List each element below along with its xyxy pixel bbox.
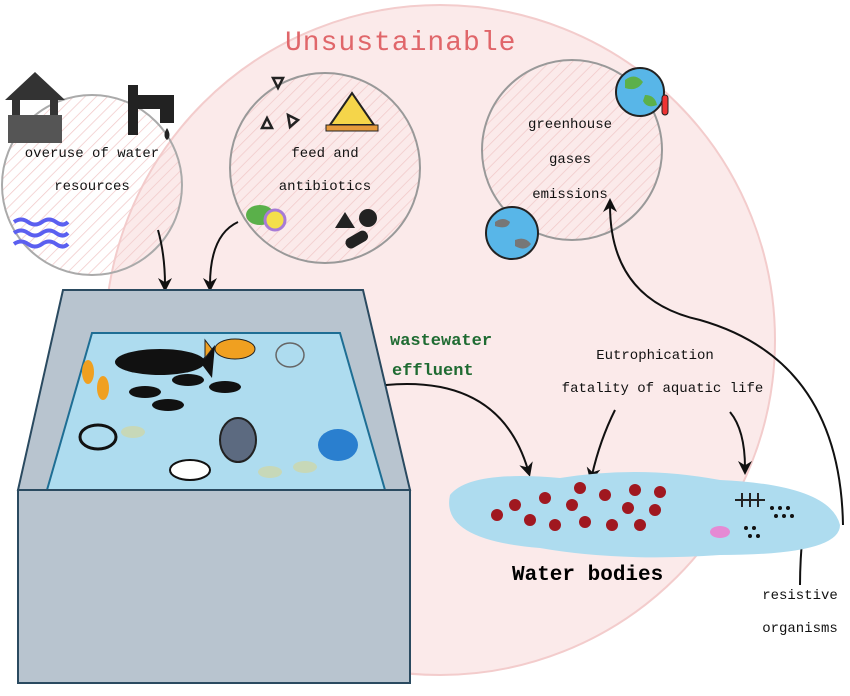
- label-line: greenhouse: [527, 117, 612, 133]
- arrow-to-emissions: [603, 198, 844, 526]
- feed-pile-icon: [325, 91, 379, 132]
- well-icon: [5, 72, 65, 143]
- feed-pellets-icon: [259, 76, 301, 130]
- fish-group: [78, 338, 358, 481]
- eutrophication-label: Eutrophication: [596, 348, 714, 364]
- resistive-label: resistive organisms: [750, 580, 850, 646]
- algae-bloom: [491, 482, 666, 531]
- arrow-feed-to-tank: [203, 221, 239, 292]
- vitamins-icon: [246, 205, 287, 232]
- water-overuse-label: overuse of water resources: [2, 138, 182, 204]
- effluent-label: wastewater effluent: [390, 327, 492, 387]
- tap-icon: [128, 85, 174, 140]
- label-line: resistive: [762, 588, 838, 604]
- emissions-label: greenhouse gases emissions: [500, 108, 640, 213]
- feed-label: feed and antibiotics: [240, 138, 410, 204]
- label-line: organisms: [762, 621, 838, 637]
- arrow-eutrophication: [586, 409, 616, 482]
- label-line: effluent: [392, 362, 474, 381]
- label-line: resources: [54, 179, 130, 195]
- microorganisms-icon: [744, 506, 794, 538]
- label-line: emissions: [532, 187, 608, 203]
- arrow-water-to-tank: [157, 229, 172, 292]
- arrow-fatality: [729, 411, 752, 475]
- unsustainable-title: Unsustainable: [285, 28, 517, 59]
- pills-icon: [335, 209, 377, 249]
- fatality-label: fatality of aquatic life: [561, 381, 764, 397]
- label-line: overuse of water: [24, 146, 160, 162]
- label-line: wastewater: [390, 332, 493, 351]
- melting-earth-icon: [615, 67, 669, 117]
- polluted-earth-icon: [485, 206, 539, 260]
- label-line: antibiotics: [278, 179, 372, 195]
- label-line: feed and: [291, 146, 359, 162]
- water-bodies-label: Water bodies: [512, 564, 664, 587]
- emissions-circle: [481, 59, 663, 241]
- water-waves-icon: [12, 217, 70, 249]
- label-line: gases: [548, 152, 591, 168]
- arrow-effluent-to-water: [385, 383, 533, 477]
- dead-fish-icon: [710, 493, 765, 538]
